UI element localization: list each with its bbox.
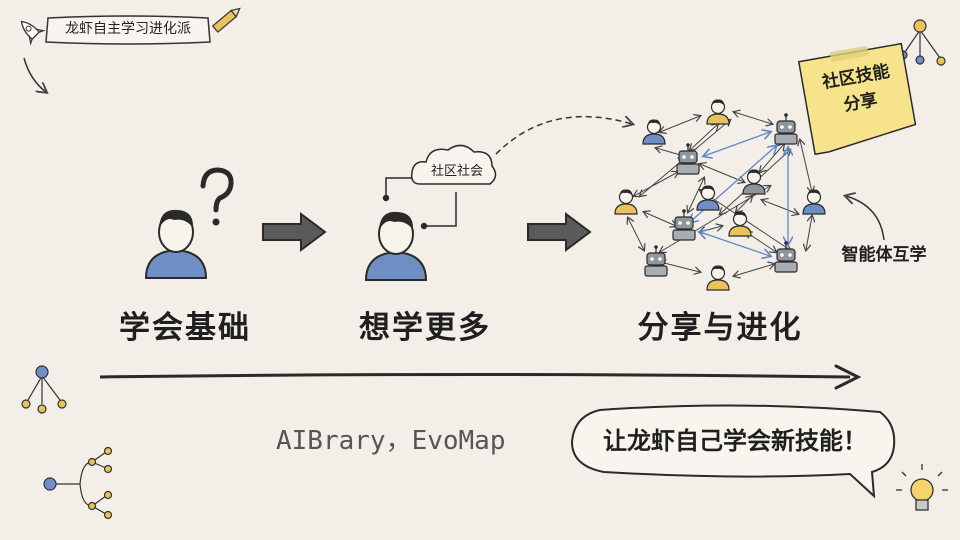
branch-tree-icon [43, 446, 113, 520]
network-person-node [696, 184, 720, 211]
network-person-node [614, 188, 638, 215]
robot-icon [774, 112, 798, 145]
network-person-node [742, 168, 766, 195]
learner-person-icon [145, 208, 207, 279]
stage-label-basics: 学会基础 [119, 310, 251, 346]
brand-names: AIBrary，EvoMap [276, 426, 506, 456]
pencil-icon [211, 7, 241, 33]
tree-icon-left [21, 365, 67, 414]
curious-person-icon [365, 210, 427, 281]
curved-arrow [23, 57, 46, 92]
network-person-node [802, 188, 826, 215]
badge-title: 龙虾自主学习进化派 [65, 21, 191, 37]
title-badge-frame [45, 15, 211, 45]
circuit-lines [382, 177, 457, 230]
progress-arrow-1 [262, 213, 326, 251]
agent-learning-arrow [846, 196, 885, 241]
rocket-icon [20, 20, 46, 46]
dashed-link-arrow [495, 117, 632, 155]
lightbulb-icon [896, 464, 948, 511]
cloud-label: 社区社会 [430, 164, 483, 179]
speech-bubble [570, 404, 896, 499]
network-person-node [728, 210, 752, 237]
timeline-arrow [99, 364, 862, 390]
stage-label-learn-more: 想学更多 [359, 310, 491, 346]
network-person-node [706, 98, 730, 125]
sticky-note [797, 42, 917, 156]
speech-bubble-text: 让龙虾自己学会新技能！ [603, 427, 867, 455]
network-person-node [706, 264, 730, 291]
robot-icon [676, 142, 700, 175]
progress-arrow-2 [527, 213, 591, 251]
agent-learning-label: 智能体互学 [841, 245, 927, 265]
tree-icon-top-right [898, 19, 946, 66]
robot-icon [672, 208, 696, 241]
robot-icon [774, 240, 798, 273]
question-mark-icon [200, 167, 234, 226]
stage-label-share-evolve: 分享与进化 [637, 310, 803, 346]
cloud-icon [410, 144, 497, 185]
